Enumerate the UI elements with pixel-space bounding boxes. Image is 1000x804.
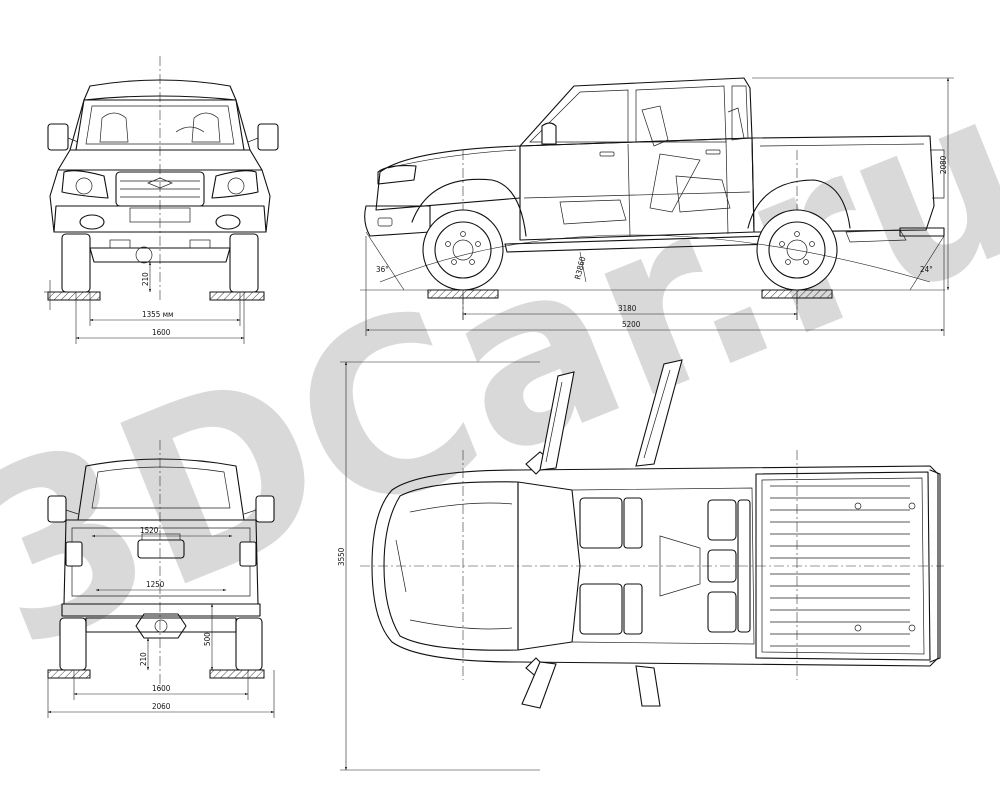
top-view: 3550 xyxy=(337,359,944,771)
rear-view: 1520 1250 210 500 1600 2060 xyxy=(47,440,275,718)
rear-bed-width-label: 1520 xyxy=(140,526,159,535)
watermark-text: 3DCar.ru xyxy=(0,34,1000,703)
front-clearance-label: 210 xyxy=(141,272,150,286)
rear-bed-height-label: 500 xyxy=(203,632,212,646)
watermark: 3DCar.ru xyxy=(0,34,1000,703)
side-departure-label: 24° xyxy=(920,265,933,274)
rear-overall-width-label: 2060 xyxy=(152,702,171,711)
rear-clearance-label: 210 xyxy=(139,652,148,666)
top-mirror-width-label: 3550 xyxy=(337,547,346,566)
rear-bed-inner-label: 1250 xyxy=(146,580,165,589)
rear-track-label: 1600 xyxy=(152,684,171,693)
front-width-label: 1600 xyxy=(152,328,171,337)
side-height-label: 2080 xyxy=(939,155,948,174)
front-view: 210 1355 мм 1600 xyxy=(44,56,279,344)
front-track-label: 1355 мм xyxy=(142,310,173,319)
side-wheelbase-label: 3180 xyxy=(618,304,637,313)
side-approach-label: 36° xyxy=(376,265,389,274)
side-length-label: 5200 xyxy=(622,320,641,329)
bed-ribs xyxy=(770,485,910,647)
